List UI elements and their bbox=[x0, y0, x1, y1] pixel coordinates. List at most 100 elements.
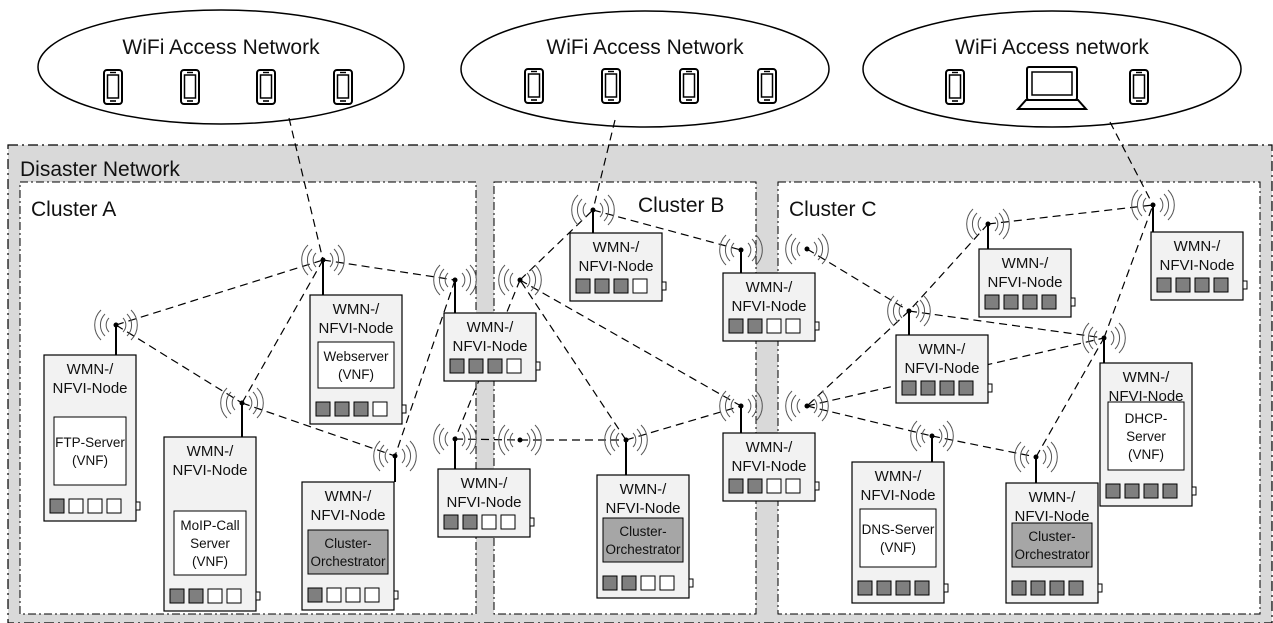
resource-slot-used bbox=[575, 278, 591, 294]
resource-slot-used bbox=[1124, 483, 1140, 499]
wifi-access-network-c-label: WiFi Access network bbox=[955, 36, 1149, 59]
nodes-layer: WMN-/NFVI-NodeFTP-Server(VNF)WMN-/NFVI-N… bbox=[43, 189, 1248, 612]
node-title-line1: WMN-/ bbox=[325, 488, 372, 505]
resource-slot-used bbox=[901, 380, 917, 396]
vnf-service-box bbox=[1107, 401, 1185, 471]
node-title-line1: WMN-/ bbox=[187, 443, 234, 460]
resource-slot-used bbox=[315, 401, 331, 417]
node-title-line2: NFVI-Node bbox=[860, 487, 935, 504]
node-connector bbox=[529, 517, 535, 527]
nfvi-node-bc1: WMN-/NFVI-Node bbox=[722, 250, 820, 342]
node-title-line1: WMN-/ bbox=[1002, 255, 1049, 272]
service-label: DHCP- bbox=[1125, 411, 1168, 426]
resource-slot-used bbox=[747, 318, 763, 334]
resource-slot-used bbox=[914, 580, 930, 596]
resource-slot-free bbox=[207, 588, 223, 604]
resource-slot-used bbox=[1030, 580, 1046, 596]
resource-slot-used bbox=[594, 278, 610, 294]
node-connector bbox=[135, 501, 141, 511]
resource-slot-free bbox=[632, 278, 648, 294]
wifi-access-network-a bbox=[37, 9, 405, 125]
node-title-line1: WMN-/ bbox=[1029, 489, 1076, 506]
node-connector bbox=[943, 583, 949, 593]
service-label: Server bbox=[1126, 429, 1166, 444]
service-label: Server bbox=[190, 536, 230, 551]
node-connector bbox=[1191, 486, 1197, 496]
resource-slot-used bbox=[1011, 580, 1027, 596]
resource-slot-used bbox=[1041, 294, 1057, 310]
resource-slot-used bbox=[857, 580, 873, 596]
resource-slot-used bbox=[1105, 483, 1121, 499]
node-title-line2: NFVI-Node bbox=[1014, 508, 1089, 525]
resource-slot-used bbox=[449, 358, 465, 374]
resource-slot-free bbox=[326, 587, 342, 603]
node-title-line1: WMN-/ bbox=[67, 361, 114, 378]
phone-icon bbox=[256, 69, 276, 105]
resource-slot-free bbox=[785, 318, 801, 334]
cluster-orchestrator-box bbox=[1011, 522, 1093, 568]
node-title-line1: WMN-/ bbox=[1174, 238, 1221, 255]
resource-slot-used bbox=[49, 498, 65, 514]
disaster-network-label: Disaster Network bbox=[20, 158, 180, 181]
nfvi-node-ab: WMN-/NFVI-Node bbox=[443, 280, 541, 382]
node-connector bbox=[1070, 297, 1076, 307]
service-label: (VNF) bbox=[338, 367, 374, 382]
phone-icon bbox=[945, 69, 965, 105]
vnf-service-box bbox=[173, 510, 247, 576]
resource-slot-used bbox=[188, 588, 204, 604]
resource-slot-used bbox=[1143, 483, 1159, 499]
node-title-line2: NFVI-Node bbox=[318, 320, 393, 337]
resource-slot-free bbox=[372, 401, 388, 417]
nfvi-node-bc2: WMN-/NFVI-Node bbox=[722, 406, 820, 502]
resource-slot-used bbox=[1175, 277, 1191, 293]
resource-slot-used bbox=[939, 380, 955, 396]
resource-slot-free bbox=[500, 514, 516, 530]
node-title-line1: WMN-/ bbox=[620, 481, 667, 498]
vnf-service-box bbox=[859, 508, 937, 568]
wifi-access-network-b bbox=[460, 10, 830, 128]
service-label: Cluster- bbox=[1028, 529, 1075, 544]
laptop-icon bbox=[1017, 66, 1087, 110]
node-title-line2: NFVI-Node bbox=[731, 298, 806, 315]
service-label: (VNF) bbox=[880, 540, 916, 555]
resource-slot-free bbox=[766, 318, 782, 334]
resource-slot-used bbox=[1068, 580, 1084, 596]
resource-slot-free bbox=[766, 478, 782, 494]
vnf-service-box bbox=[53, 416, 127, 486]
node-title-line1: WMN-/ bbox=[875, 468, 922, 485]
node-connector bbox=[688, 578, 694, 588]
resource-slot-used bbox=[747, 478, 763, 494]
phone-icon bbox=[757, 68, 777, 104]
node-connector bbox=[814, 481, 820, 491]
resource-slot-used bbox=[1213, 277, 1229, 293]
resource-slot-free bbox=[640, 575, 656, 591]
cluster-c-label: Cluster C bbox=[789, 198, 877, 221]
service-label: Orchestrator bbox=[1014, 547, 1090, 562]
resource-slot-free bbox=[345, 587, 361, 603]
service-label: (VNF) bbox=[72, 453, 108, 468]
node-connector bbox=[401, 404, 407, 414]
node-title-line1: WMN-/ bbox=[593, 239, 640, 256]
resource-slot-free bbox=[68, 498, 84, 514]
resource-slot-free bbox=[364, 587, 380, 603]
node-title-line2: NFVI-Node bbox=[452, 338, 527, 355]
node-title-line2: NFVI-Node bbox=[446, 494, 521, 511]
phone-icon bbox=[601, 68, 621, 104]
service-label: Orchestrator bbox=[605, 542, 681, 557]
service-label: Cluster- bbox=[324, 536, 371, 551]
resource-slot-used bbox=[462, 514, 478, 530]
resource-slot-used bbox=[443, 514, 459, 530]
resource-slot-used bbox=[602, 575, 618, 591]
service-label: Cluster- bbox=[619, 524, 666, 539]
resource-slot-used bbox=[169, 588, 185, 604]
resource-slot-used bbox=[984, 294, 1000, 310]
cluster-orchestrator-box bbox=[307, 529, 389, 575]
resource-slot-free bbox=[506, 358, 522, 374]
node-title-line2: NFVI-Node bbox=[578, 258, 653, 275]
node-connector bbox=[1097, 583, 1103, 593]
node-connector bbox=[255, 591, 261, 601]
